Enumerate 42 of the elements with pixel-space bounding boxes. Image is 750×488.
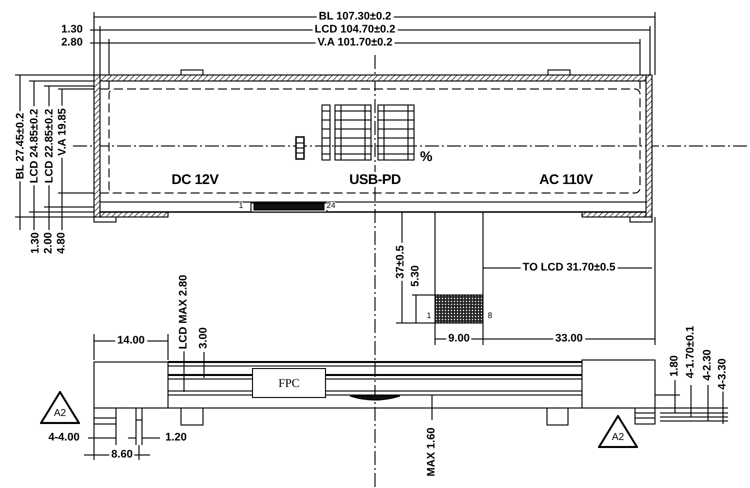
datum-triangle [598,415,638,448]
dimension-label: LCD MAX 2.80 [178,272,190,352]
datum-label: A2 [54,409,66,419]
dimension-label: 4.80 [56,230,68,256]
dimension-label: 1.30 [30,230,42,256]
dimension-label: 2.80 [59,38,85,48]
dimension-label: 1.30 [59,24,85,36]
dimension-label: 5.30 [410,263,422,289]
dimension-label: 9.00 [446,334,472,344]
datum-triangle [40,391,80,424]
dimension-label: 37±0.5 [396,243,406,281]
dimension-label: LCD 22.85±0.2 [44,106,56,186]
dimension-label: 4-2.30 [702,347,714,383]
dimension-label: 2.00 [44,230,54,256]
dimension-label: 1.80 [670,353,680,379]
pin-number: 8 [488,312,492,320]
pin-number: 1 [238,202,244,210]
dimension-label: BL 27.45±0.2 [16,110,26,182]
dimension-label: 4-1.70±0.1 [686,324,696,380]
dimension-label: LCD 24.85±0.2 [30,106,40,186]
pin-number: 1 [426,312,432,320]
dimension-label: 1.20 [163,432,189,444]
component-label: FPC [278,377,300,389]
dimension-label: 4-4.00 [46,432,82,444]
display-legend: USB-PD [349,172,401,186]
dimension-label: TO LCD 31.70±0.5 [520,262,618,274]
dimension-label: BL 107.30±0.2 [316,12,394,22]
dimension-label: 3.00 [198,325,210,351]
fpc-box [252,368,326,398]
dimension-label: 8.60 [109,450,135,460]
datum-label: A2 [612,433,624,443]
dimension-label: 33.00 [553,334,585,344]
dimension-label: 14.00 [115,336,147,346]
display-legend: DC 12V [172,172,218,186]
dimension-label: LCD 104.70±0.2 [312,24,398,36]
dimension-label: V.A 19.85 [58,106,68,158]
dimension-label: V.A 101.70±0.2 [316,38,394,48]
pin-number: 24 [326,202,336,210]
display-legend: % [420,149,432,163]
dimension-label: 4-3.30 [718,356,728,392]
display-legend: AC 110V [539,172,593,186]
dimension-label: MAX 1.60 [426,426,438,478]
